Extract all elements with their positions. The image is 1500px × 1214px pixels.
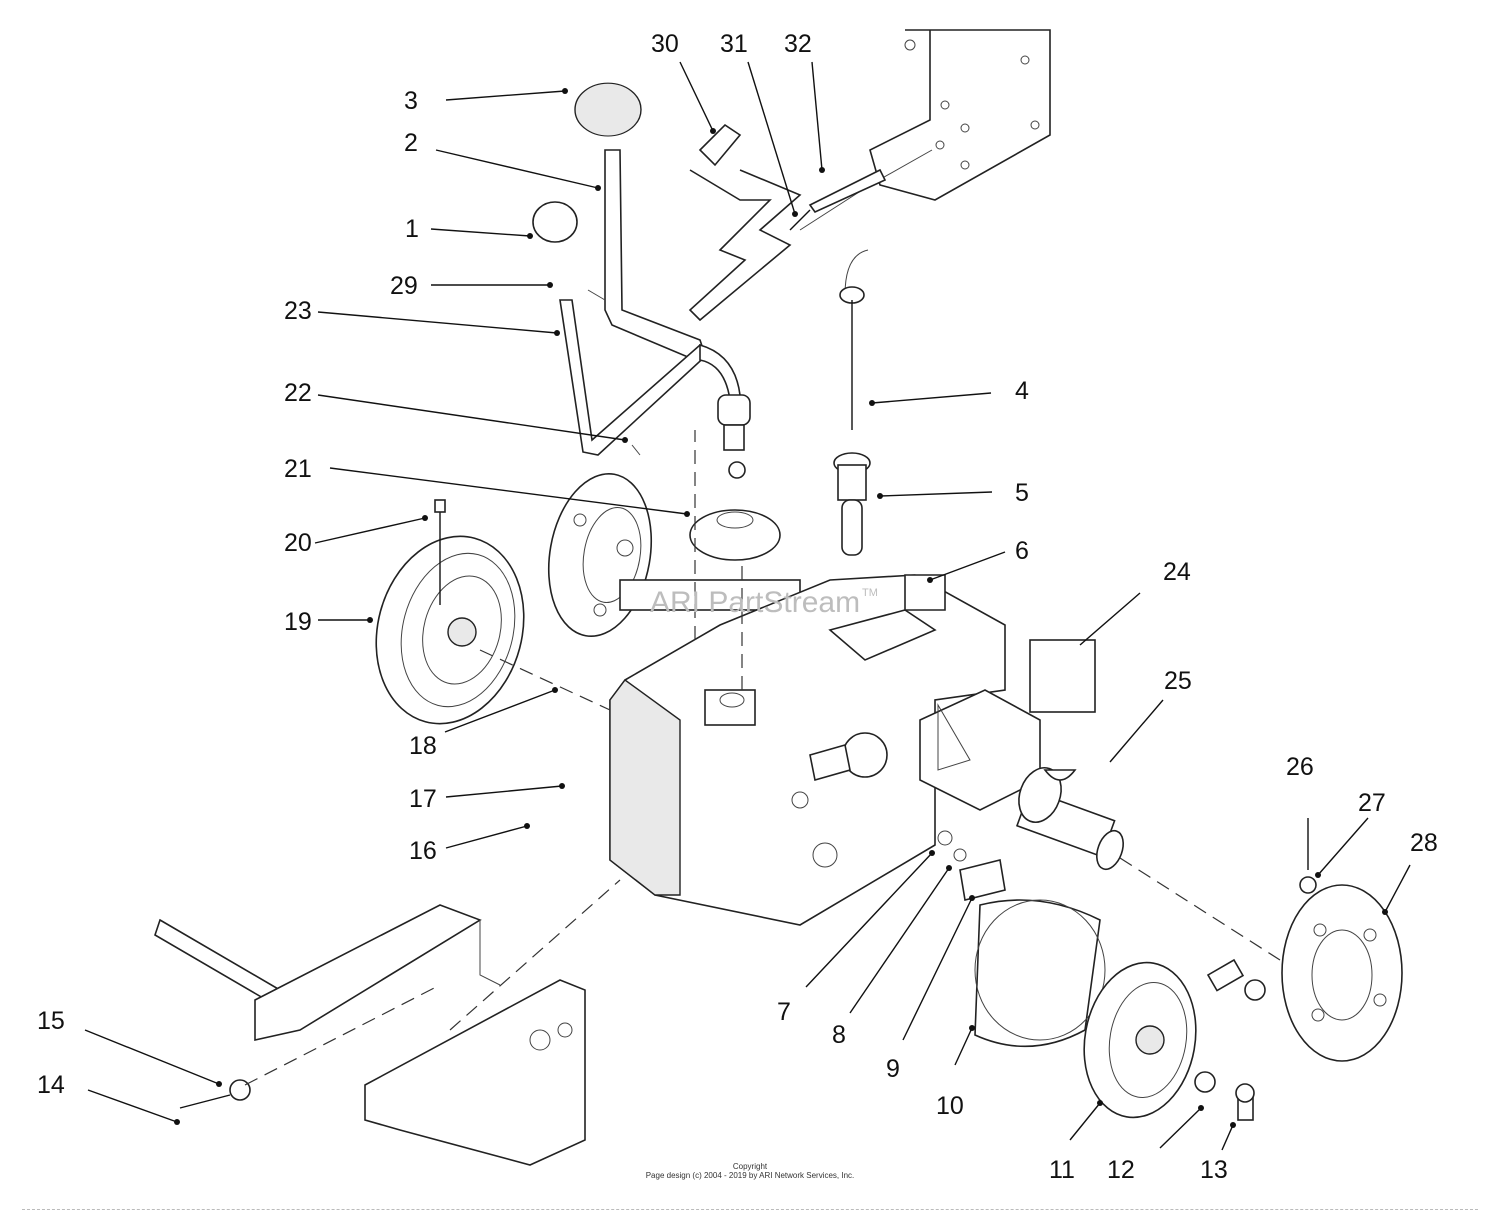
footer-divider [22,1209,1478,1210]
callout-29: 29 [390,272,418,300]
callout-6: 6 [1015,537,1029,565]
callout-17: 17 [409,785,437,813]
callout-21: 21 [284,455,312,483]
wheel-hub [1206,818,1403,1062]
callout-2: 2 [404,129,418,157]
callout-9: 9 [886,1055,900,1083]
callout-28: 28 [1410,829,1438,857]
copyright-line2: Page design (c) 2004 - 2019 by ARI Netwo… [645,1171,855,1180]
callout-5: 5 [1015,479,1029,507]
gasket-plate [1029,639,1096,713]
callout-20: 20 [284,529,312,557]
callout-7: 7 [777,998,791,1026]
copyright-line1: Copyright [732,1162,768,1171]
callout-14: 14 [37,1071,65,1099]
pulley [375,499,525,725]
shaft-key [1043,769,1077,781]
shift-boot [689,509,781,561]
callout-30: 30 [651,30,679,58]
callout-25: 25 [1164,667,1192,695]
frame-plate-upper [869,29,1051,201]
copyright-notice: Copyright Page design (c) 2004 - 2019 by… [600,1162,900,1180]
callout-32: 32 [784,30,812,58]
spring-assembly [789,149,933,231]
shift-lever-assembly [532,82,802,479]
callout-26: 26 [1286,753,1314,781]
callout-4: 4 [1015,377,1029,405]
input-flange [547,472,801,638]
callout-10: 10 [936,1092,964,1120]
lower-frame [154,904,586,1166]
assembly-guides [244,430,1281,1086]
callout-16: 16 [409,837,437,865]
callout-3: 3 [404,87,418,115]
callout-13: 13 [1200,1156,1228,1184]
leader-dots [174,88,1388,1128]
callout-15: 15 [37,1007,65,1035]
callout-8: 8 [832,1021,846,1049]
callouts: 3 2 1 29 23 22 21 20 19 18 17 16 15 14 3… [37,30,1438,1184]
watermark: ARI PartStream [650,586,860,619]
callout-31: 31 [720,30,748,58]
callout-12: 12 [1107,1156,1135,1184]
callout-27: 27 [1358,789,1386,817]
callout-18: 18 [409,732,437,760]
callout-23: 23 [284,297,312,325]
callout-1: 1 [405,215,419,243]
transaxle-housing [609,574,1124,926]
callout-19: 19 [284,608,312,636]
callout-22: 22 [284,379,312,407]
callout-11: 11 [1049,1156,1075,1184]
brake-assembly [937,830,1255,1121]
leader-lines [84,61,1411,1151]
watermark-tm: TM [862,587,878,599]
callout-24: 24 [1163,558,1191,586]
shift-cable [833,249,871,556]
